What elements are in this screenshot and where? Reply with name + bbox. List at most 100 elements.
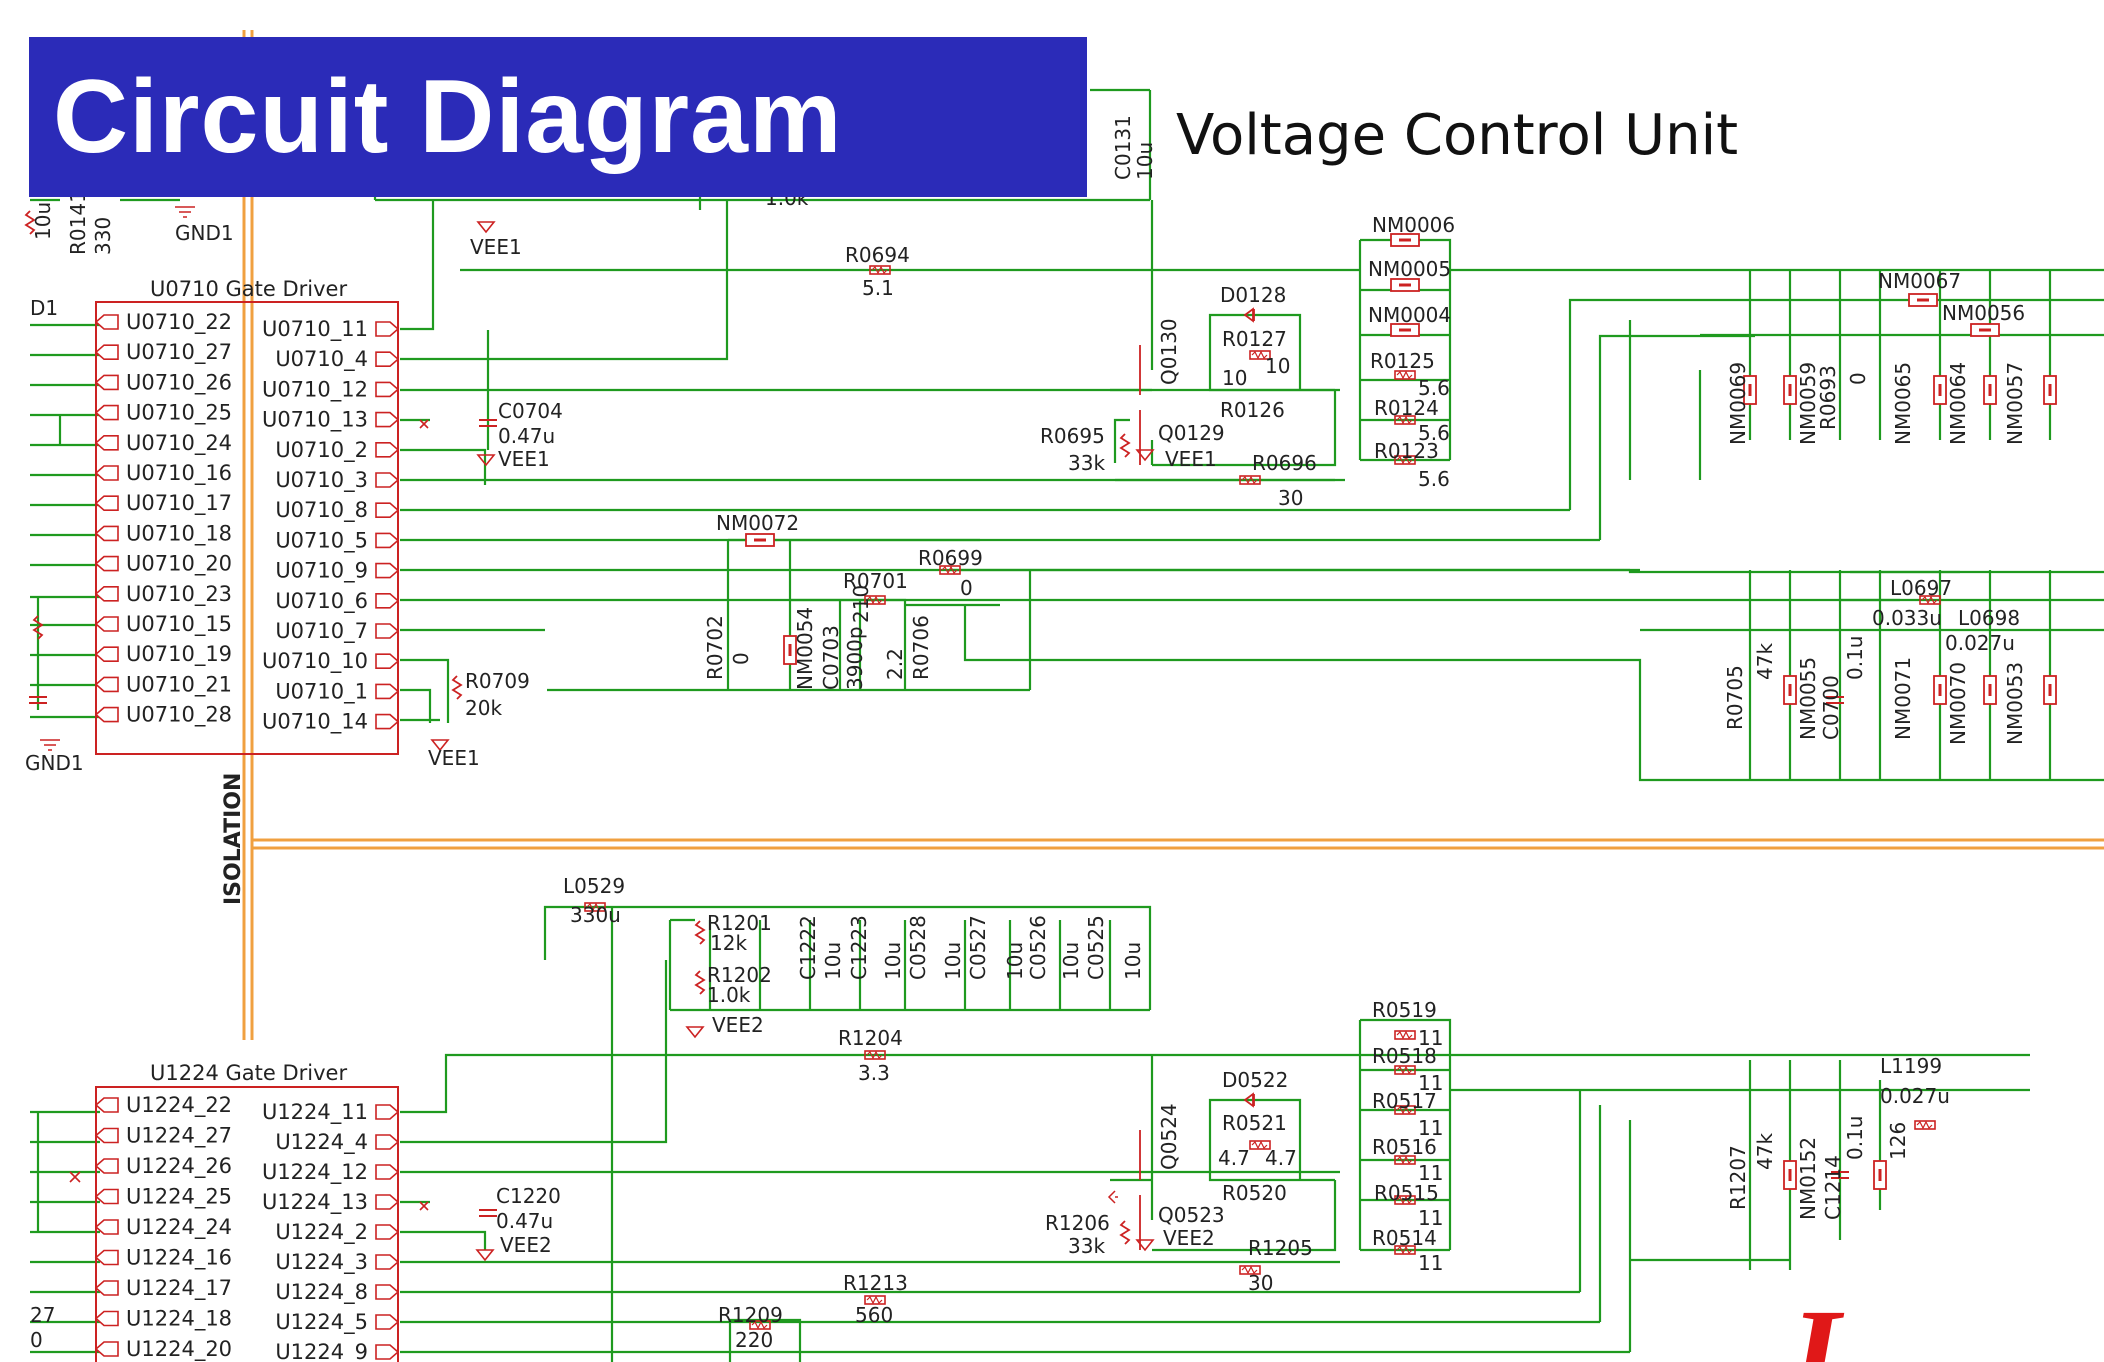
pin-label: U0710_27: [126, 340, 232, 365]
label-r1201: R1201: [707, 911, 772, 935]
pin-marker: [95, 676, 119, 693]
value-c1214: 0.1u: [1843, 1116, 1867, 1160]
pin-label: U0710_28: [126, 703, 232, 728]
value-r0516: 11: [1418, 1161, 1443, 1185]
pin-label: U1224_13: [262, 1190, 368, 1215]
label-r0702: R0702: [703, 615, 727, 680]
label-c0703: C0703: [819, 625, 843, 690]
label-c0131: C0131: [1111, 115, 1135, 180]
component-labels: C0131 10u R0694 5.1 D0128 R0127 10 Q0130…: [25, 115, 2027, 1352]
u1224-right-pins: U1224_11U1224_4U1224_12U1224_13U1224_2U1…: [262, 1100, 399, 1362]
pin-label: U0710_3: [275, 468, 368, 493]
pin-marker: [375, 1344, 399, 1360]
u1224-left-pins: U1224_22U1224_27U1224_26U1224_25U1224_24…: [95, 1093, 232, 1362]
pin-label: U1224_5: [275, 1310, 368, 1335]
value-r0693: 0: [1846, 372, 1870, 385]
isolation-barrier: [242, 30, 2104, 1040]
value-r1206: 33k: [1068, 1234, 1105, 1258]
label-r0695: R0695: [1040, 424, 1105, 448]
value-c1222: 10u: [821, 942, 845, 980]
pin-marker: [375, 1194, 399, 1210]
pin-label: U0710_10: [262, 649, 368, 674]
value-r0123: 5.6: [1418, 467, 1450, 491]
label-r1202: R1202: [707, 963, 772, 987]
value-l0529: 330u: [570, 903, 621, 927]
pin-label: U1224_4: [275, 1130, 368, 1155]
label-r0696: R0696: [1252, 451, 1317, 475]
pin-label: U0710_5: [275, 528, 368, 553]
value-r0705: 47k: [1753, 643, 1777, 680]
pin-label: U0710_2: [275, 438, 368, 463]
value-r1213: 560: [855, 1303, 893, 1327]
pin-marker: [95, 465, 119, 481]
pin-label: U0710_26: [126, 370, 232, 395]
label-c0528: C0528: [906, 915, 930, 980]
value-r0519: 11: [1418, 1026, 1443, 1050]
pin-label: U1224_11: [262, 1100, 368, 1125]
pin-label: U1224_27: [126, 1124, 232, 1149]
pin-label: U0710_25: [126, 401, 232, 426]
value-c0526: 10u: [1059, 942, 1083, 980]
value-c0704: 0.47u: [498, 424, 555, 448]
pin-marker: [95, 1097, 119, 1113]
label-r0517: R0517: [1372, 1089, 1437, 1113]
label-nm0057: NM0057: [2003, 362, 2027, 445]
value-r0706: 2.2: [883, 648, 907, 680]
pin-label: U0710_1: [275, 679, 368, 704]
label-c1220: C1220: [496, 1184, 561, 1208]
value-r1205: 30: [1248, 1271, 1273, 1295]
value-r1202: 1.0k: [707, 983, 751, 1007]
label-r0694: R0694: [845, 243, 910, 267]
pin-marker: [375, 381, 399, 398]
wires-upper: [30, 88, 2104, 782]
label-r0709: R0709: [465, 669, 530, 693]
pin-label: U0710_20: [126, 552, 232, 577]
gate-driver-u0710-header: U0710 Gate Driver: [150, 277, 347, 301]
label-r0516: R0516: [1372, 1135, 1437, 1159]
label-r0705: R0705: [1723, 665, 1747, 730]
label-c0526: C0526: [1026, 915, 1050, 980]
pin-label: U1224_17: [126, 1276, 232, 1301]
value-r1207: 47k: [1753, 1133, 1777, 1170]
label-r1207: R1207: [1726, 1145, 1750, 1210]
label-r0699: R0699: [918, 546, 983, 570]
pin-marker: [375, 472, 399, 488]
pin-marker: [375, 1254, 399, 1270]
vee2-label-q0523: VEE2: [1163, 1226, 1215, 1250]
label-nm0152: NM0152: [1796, 1137, 1820, 1220]
label-nm0064: NM0064: [1946, 362, 1970, 445]
value-c0131: 10u: [1133, 142, 1157, 180]
label-d0128: D0128: [1220, 283, 1286, 307]
pin-marker: [95, 314, 119, 330]
pin-marker: [375, 653, 399, 670]
vee2-label-c1220: VEE2: [500, 1233, 552, 1257]
pin-marker: [95, 646, 119, 663]
label-c0525: C0525: [1084, 915, 1108, 980]
pin-marker: [95, 404, 119, 421]
label-c0527: C0527: [966, 915, 990, 980]
pin-label: U0710_22: [126, 310, 232, 335]
label-q0129: Q0129: [1158, 421, 1225, 445]
pin-label: U0710_23: [126, 582, 232, 607]
label-nm0071: NM0071: [1891, 657, 1915, 740]
unit-title: Voltage Control Unit: [1176, 103, 1739, 168]
pin-label: U0710_19: [126, 642, 232, 667]
value-r0514: 11: [1418, 1251, 1443, 1275]
gate-driver-u0710: U0710 Gate Driver U0710_22U0710_27U0710_…: [95, 277, 399, 755]
value-r0702: 0: [729, 652, 753, 665]
label-l0697: L0697: [1890, 576, 1952, 600]
pin-marker: [375, 321, 399, 337]
label-q0524: Q0524: [1157, 1103, 1181, 1170]
label-nm0053: NM0053: [2003, 662, 2027, 745]
value-l1199: 0.027u: [1880, 1084, 1950, 1108]
label-r0127: R0127: [1222, 327, 1287, 351]
label-d0522: D0522: [1222, 1068, 1288, 1092]
value-c1220: 0.47u: [496, 1209, 553, 1233]
label-r0518: R0518: [1372, 1044, 1437, 1068]
value-r1204: 3.3: [858, 1061, 890, 1085]
pin-marker: [95, 1310, 119, 1327]
pin-label: U0710_11: [262, 317, 368, 342]
vee2-label-r1202: VEE2: [712, 1013, 764, 1037]
pin-label: U0710_9: [275, 559, 368, 584]
pin-label: U1224_22: [126, 1093, 232, 1118]
